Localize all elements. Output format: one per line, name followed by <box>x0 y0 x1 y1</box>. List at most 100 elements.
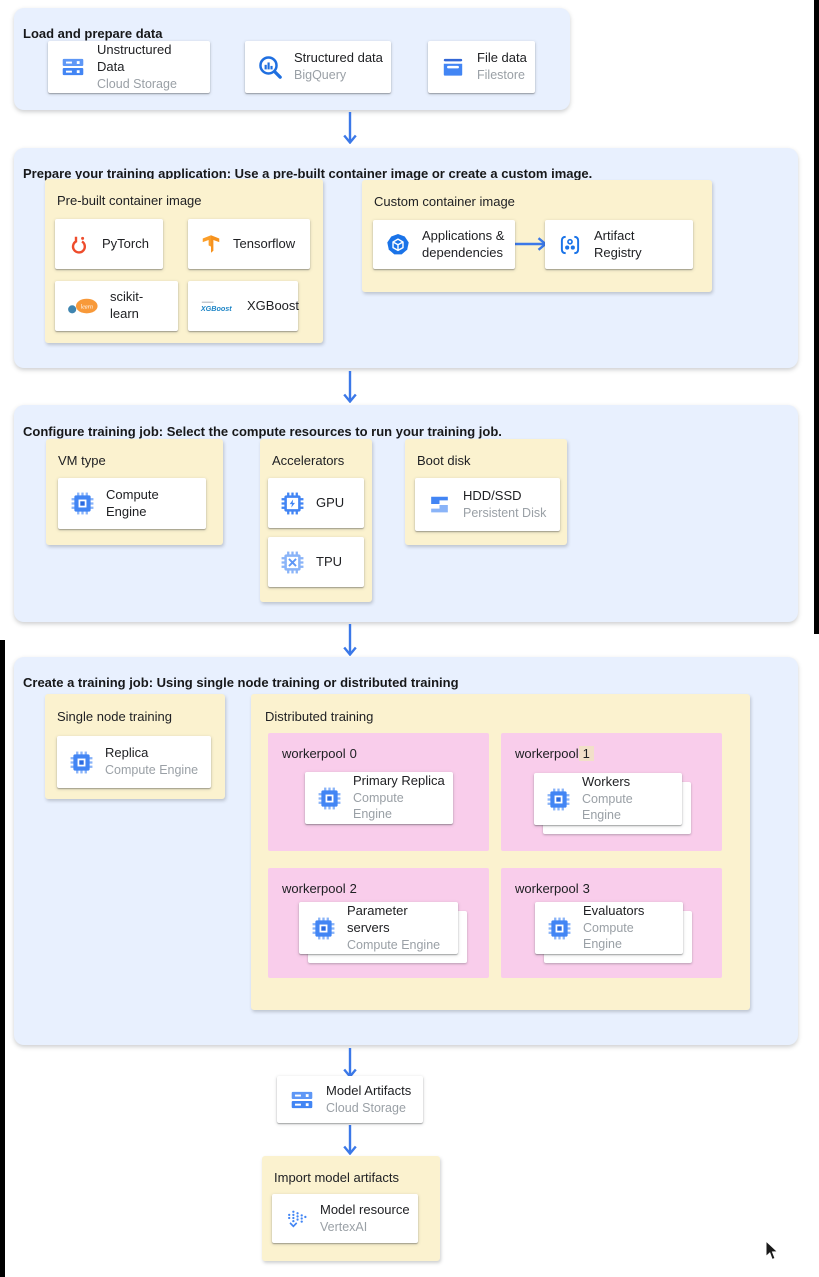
tpu-card: TPU <box>268 537 364 587</box>
prebuilt-container-title: Pre-built container image <box>57 193 202 208</box>
filestore-icon <box>443 58 463 76</box>
model-resource-card: Model resource VertexAI <box>272 1194 418 1243</box>
hdd-ssd-card: HDD/SSD Persistent Disk <box>415 478 560 531</box>
structured-data-card: Structured data BigQuery <box>245 41 391 93</box>
applications-icon <box>387 233 409 254</box>
import-model-title: Import model artifacts <box>274 1170 399 1185</box>
compute-engine-card: Compute Engine <box>58 478 206 529</box>
replica-card: Replica Compute Engine <box>57 736 211 788</box>
tpu-icon <box>281 551 304 573</box>
card-subtitle: Filestore <box>477 68 525 83</box>
workerpool-number-highlighted: 1 <box>578 746 594 761</box>
workerpool-word: workerpool <box>282 881 346 896</box>
workerpool-word: workerpool <box>282 746 346 761</box>
xgboost-icon: XGBoost <box>200 301 232 313</box>
artifact-registry-card: Artifact Registry <box>545 220 693 269</box>
gpu-icon <box>281 492 304 514</box>
card-title: Replica <box>105 745 149 761</box>
prepare-application-panel: Prepare your training application: Use a… <box>14 148 798 368</box>
cloud-storage-icon <box>62 58 84 76</box>
compute-engine-icon <box>70 751 93 773</box>
unstructured-data-card: Unstructured Data Cloud Storage <box>48 41 210 93</box>
card-subtitle: BigQuery <box>294 68 347 83</box>
cloud-storage-icon <box>291 1091 313 1108</box>
down-arrow-icon <box>343 112 357 144</box>
workerpool-number: 2 <box>349 881 357 896</box>
card-title: TPU <box>316 553 342 569</box>
card-subtitle: Persistent Disk <box>463 505 547 520</box>
svg-text:learn: learn <box>81 304 93 310</box>
card-title: Model Artifacts <box>326 1082 412 1098</box>
vertex-ai-icon <box>288 1210 307 1228</box>
svg-text:XGBoost: XGBoost <box>200 304 232 313</box>
right-arrow-icon <box>514 237 548 251</box>
workerpool-number: 3 <box>582 881 590 896</box>
single-node-panel: Single node training Replica Compute Eng… <box>45 694 225 799</box>
card-title: PyTorch <box>102 235 149 251</box>
card-subtitle: Cloud Storage <box>97 76 177 91</box>
scikit-learn-icon: learn <box>68 298 98 313</box>
import-model-panel: Import model artifacts Model resource Ve… <box>262 1156 440 1261</box>
accelerators-title: Accelerators <box>272 453 345 468</box>
compute-engine-icon <box>548 917 571 939</box>
vm-type-panel: VM type Compute Engine <box>46 439 223 545</box>
card-title: Tensorflow <box>233 235 296 251</box>
mouse-cursor-icon <box>765 1240 779 1261</box>
prebuilt-container-panel: Pre-built container image PyTorch Tensor… <box>45 179 323 343</box>
single-node-title: Single node training <box>57 709 172 724</box>
card-title: XGBoost <box>247 297 300 313</box>
down-arrow-icon <box>343 371 357 403</box>
distributed-title: Distributed training <box>265 709 374 724</box>
down-arrow-icon <box>343 1048 357 1078</box>
load-data-panel: Load and prepare data Unstructured Data … <box>14 8 570 110</box>
boot-disk-panel: Boot disk HDD/SSD Persistent Disk <box>405 439 567 545</box>
card-title: Parameter servers <box>347 902 408 935</box>
card-title: Evaluators <box>583 903 645 919</box>
down-arrow-icon <box>343 1125 357 1155</box>
configure-job-title: Configure training job: Select the compu… <box>23 423 502 439</box>
card-subtitle: Cloud Storage <box>326 1100 406 1115</box>
create-job-panel: Create a training job: Using single node… <box>14 657 798 1045</box>
scikit-learn-card: learn scikit-learn <box>55 281 178 331</box>
parameter-servers-card: Parameter servers Compute Engine <box>299 902 458 954</box>
card-subtitle: Compute Engine <box>583 921 634 952</box>
xgboost-card: XGBoost XGBoost <box>188 281 300 331</box>
load-data-title: Load and prepare data <box>23 25 163 41</box>
compute-engine-icon <box>312 917 335 939</box>
pytorch-icon <box>71 236 87 254</box>
card-subtitle: Compute Engine <box>353 791 404 822</box>
card-title: Workers <box>582 774 631 790</box>
custom-container-title: Custom container image <box>374 194 515 209</box>
card-subtitle: Compute Engine <box>347 937 441 952</box>
card-title: GPU <box>316 494 345 510</box>
workerpool-word: workerpool <box>515 881 579 896</box>
card-title: File data <box>477 50 527 66</box>
file-data-card: File data Filestore <box>428 41 535 93</box>
bigquery-icon <box>259 56 282 79</box>
down-arrow-icon <box>343 624 357 656</box>
workerpool-word: workerpool <box>515 746 579 761</box>
screenshot-edge-strip-right <box>814 0 819 634</box>
evaluators-card: Evaluators Compute Engine <box>535 902 683 954</box>
configure-job-panel: Configure training job: Select the compu… <box>14 405 798 622</box>
artifact-registry-icon <box>560 235 580 254</box>
prepare-application-title: Prepare your training application: Use a… <box>23 165 593 181</box>
applications-dependencies-card: Applications & dependencies <box>373 220 515 269</box>
card-title: Applications & dependencies <box>422 227 505 260</box>
pytorch-card: PyTorch <box>55 219 163 269</box>
tensorflow-icon <box>202 235 220 253</box>
create-job-title: Create a training job: Using single node… <box>23 674 459 690</box>
compute-engine-icon <box>318 787 341 809</box>
persistent-disk-icon <box>431 496 448 513</box>
card-title: Primary Replica <box>353 773 445 789</box>
card-subtitle: VertexAI <box>320 1219 368 1234</box>
